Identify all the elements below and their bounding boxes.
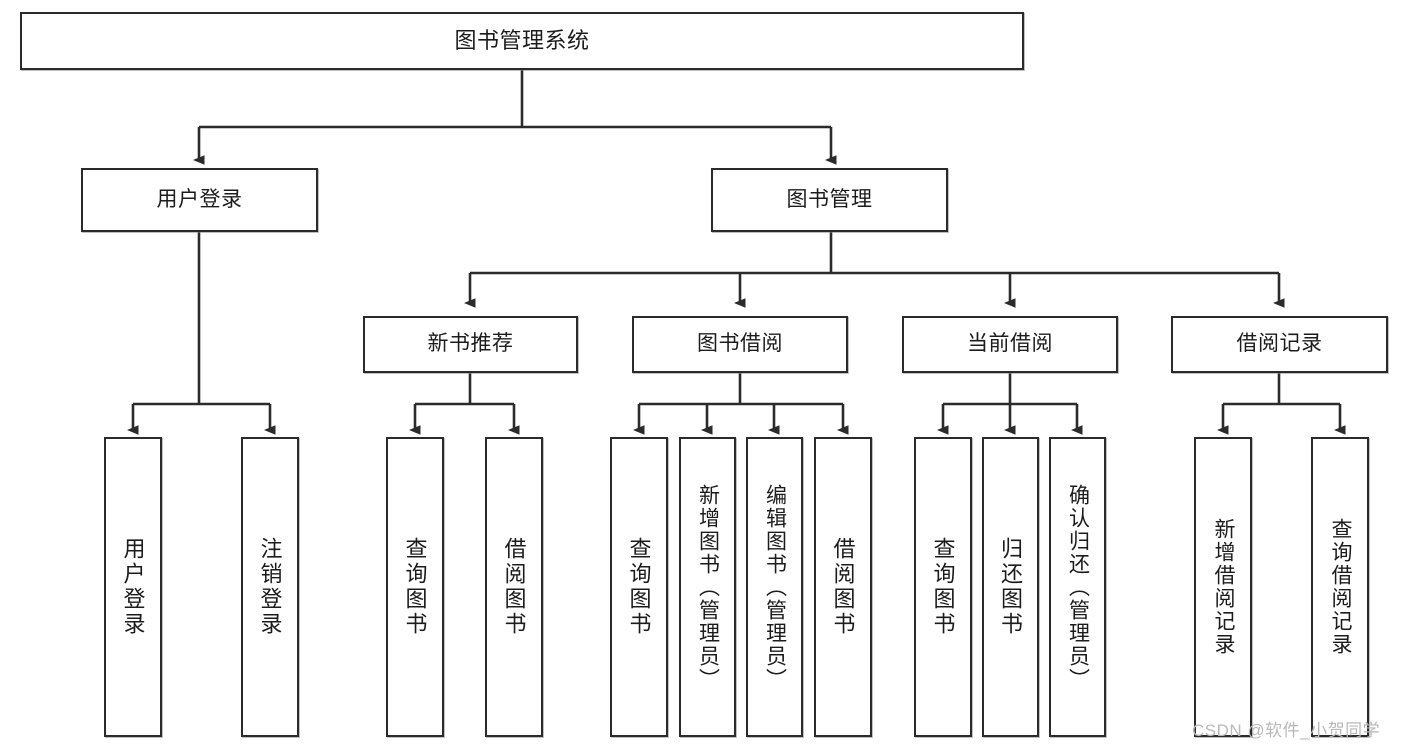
leaf-recommend-borrow-book[interactable]: 借阅图书 (485, 437, 543, 737)
node-label: 查询图书 (930, 537, 956, 637)
node-borrow-records[interactable]: 借阅记录 (1171, 316, 1388, 373)
node-label: 借阅图书 (830, 537, 856, 637)
node-label: 编辑图书（管理员） (763, 483, 787, 691)
node-label: 用户登录 (120, 537, 146, 637)
node-label: 查询图书 (626, 537, 652, 637)
node-label: 注销登录 (257, 537, 283, 637)
leaf-records-add-record[interactable]: 新增借阅记录 (1194, 437, 1252, 737)
node-label: 图书借阅 (697, 332, 783, 356)
node-label: 借阅记录 (1236, 332, 1323, 356)
node-label: 图书管理 (786, 187, 873, 211)
leaf-user-login[interactable]: 用户登录 (104, 437, 162, 737)
node-label: 确认归还（管理员） (1066, 483, 1090, 691)
leaf-current-return-book[interactable]: 归还图书 (982, 437, 1039, 737)
node-label: 图书管理系统 (454, 28, 590, 54)
leaf-records-query-record[interactable]: 查询借阅记录 (1311, 437, 1369, 737)
leaf-logout[interactable]: 注销登录 (241, 437, 299, 737)
node-new-book-recommend[interactable]: 新书推荐 (363, 316, 578, 373)
leaf-current-query-book[interactable]: 查询图书 (914, 437, 972, 737)
node-label: 新增图书（管理员） (696, 483, 720, 691)
node-label: 归还图书 (998, 537, 1024, 637)
node-label: 当前借阅 (967, 332, 1053, 356)
leaf-borrow-borrow-book[interactable]: 借阅图书 (814, 437, 872, 737)
node-label: 用户登录 (156, 187, 243, 211)
node-label: 新书推荐 (427, 332, 514, 356)
leaf-borrow-edit-book-admin[interactable]: 编辑图书（管理员） (746, 437, 803, 737)
node-root-system[interactable]: 图书管理系统 (20, 12, 1024, 70)
node-label: 查询借阅记录 (1329, 518, 1353, 656)
leaf-borrow-add-book-admin[interactable]: 新增图书（管理员） (679, 437, 736, 737)
node-label: 新增借阅记录 (1212, 518, 1236, 656)
csdn-watermark: CSDN @软件_小贺同学 (1192, 721, 1381, 740)
leaf-borrow-query-book[interactable]: 查询图书 (610, 437, 668, 737)
node-book-management[interactable]: 图书管理 (711, 168, 948, 232)
leaf-recommend-query-book[interactable]: 查询图书 (386, 437, 444, 737)
node-label: 查询图书 (402, 537, 428, 637)
node-user-login[interactable]: 用户登录 (81, 168, 318, 232)
node-label: 借阅图书 (501, 537, 527, 637)
node-book-borrow[interactable]: 图书借阅 (632, 316, 848, 373)
node-current-borrow[interactable]: 当前借阅 (902, 316, 1118, 373)
leaf-current-confirm-return-admin[interactable]: 确认归还（管理员） (1049, 437, 1106, 737)
